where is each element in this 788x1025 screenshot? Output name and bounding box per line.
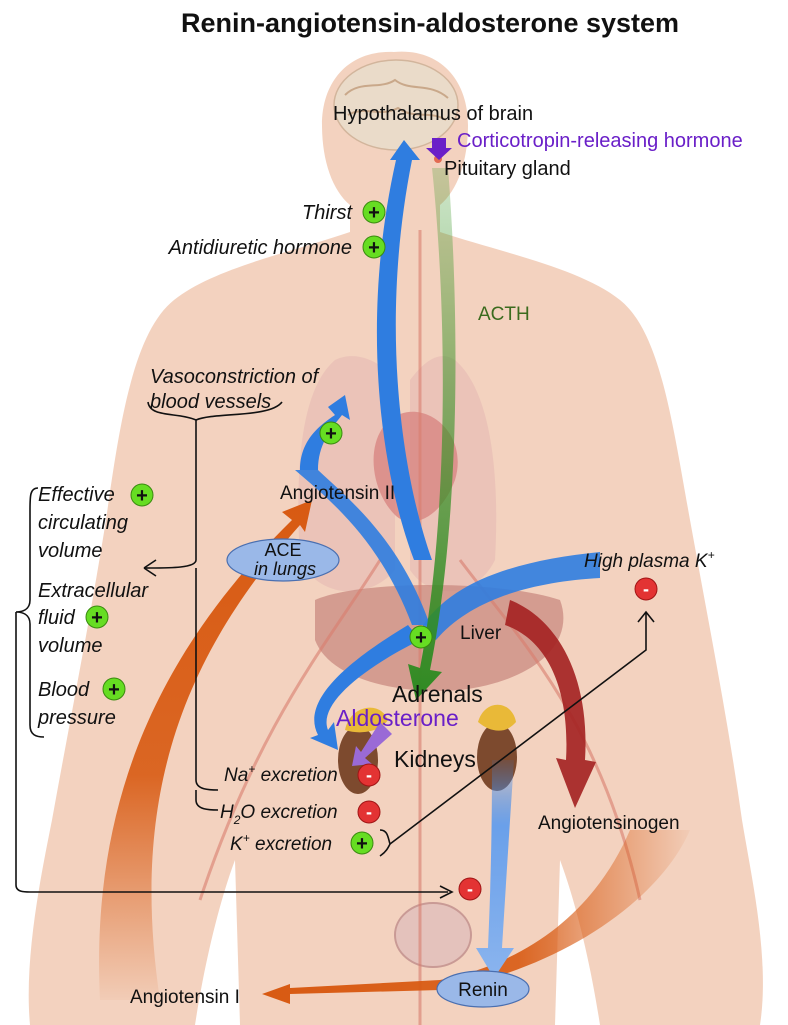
plus-badge-liver: + — [409, 625, 433, 649]
connector-lines — [15, 401, 655, 899]
label-effective-1: Effective — [38, 484, 115, 506]
plus-badge-thirst: + — [362, 200, 386, 224]
green-acth-arrow — [408, 168, 456, 700]
svg-text:+: + — [91, 607, 103, 629]
svg-text:-: - — [366, 802, 372, 822]
svg-text:+: + — [108, 679, 120, 701]
label-adrenals: Adrenals — [392, 681, 483, 707]
svg-text:+: + — [368, 202, 380, 224]
svg-text:-: - — [643, 579, 649, 599]
label-angiotensin-ii: Angiotensin II — [280, 483, 395, 504]
label-acth: ACTH — [478, 304, 530, 325]
svg-text:+: + — [368, 237, 380, 259]
renin-ellipse — [436, 970, 530, 1008]
plus-badge-k-excretion: + — [350, 831, 374, 855]
plus-badge-effective: + — [130, 483, 154, 507]
label-vasoconstriction-2: blood vessels — [150, 391, 271, 413]
minus-badge-high-k: - — [634, 577, 658, 601]
aldosterone-arrow — [352, 722, 392, 766]
label-ecf-2: fluid — [38, 607, 76, 629]
label-bp-1: Blood — [38, 679, 90, 701]
red-angiotensinogen-arrow — [505, 600, 596, 808]
label-angiotensinogen: Angiotensinogen — [538, 813, 680, 834]
blue-arrow-angiotensin-ii — [295, 470, 430, 625]
label-thirst: Thirst — [302, 202, 353, 224]
label-vasoconstriction-1: Vasoconstriction of — [150, 366, 321, 388]
label-kidneys: Kidneys — [394, 746, 476, 772]
orange-renin-to-angiotensin-i-arrow — [262, 830, 690, 1004]
ace-ellipse — [226, 538, 340, 582]
svg-text:+: + — [136, 485, 148, 507]
svg-text:+: + — [325, 423, 337, 445]
plus-badge-bp: + — [102, 677, 126, 701]
minus-badge-h2o: - — [357, 800, 381, 824]
svg-text:+: + — [356, 833, 368, 855]
label-pituitary: Pituitary gland — [444, 158, 571, 180]
label-ecf-3: volume — [38, 635, 102, 657]
label-h2o-excretion: H2O excretion — [220, 802, 338, 827]
label-effective-2: circulating — [38, 512, 128, 534]
label-effective-3: volume — [38, 540, 102, 562]
label-aldosterone: Aldosterone — [336, 705, 459, 731]
label-na-excretion: Na+ excretion — [224, 762, 338, 786]
orange-angiotensin-i-to-ii-arrow — [99, 500, 312, 1000]
label-high-k: High plasma K+ — [584, 548, 715, 572]
plus-badge-vasoconstriction: + — [319, 421, 343, 445]
blue-arrow-high-k — [420, 552, 600, 640]
label-crh: Corticotropin-releasing hormone — [457, 130, 743, 152]
minus-badge-na: - — [357, 763, 381, 787]
svg-text:+: + — [415, 627, 427, 649]
plus-badge-ecf: + — [85, 605, 109, 629]
blue-arrow-to-adrenals — [310, 625, 420, 750]
svg-text:-: - — [467, 879, 473, 899]
label-ace: ACE — [264, 540, 301, 560]
diagram-title: Renin-angiotensin-aldosterone system — [181, 8, 679, 38]
label-renin: Renin — [458, 980, 508, 1001]
label-hypothalamus: Hypothalamus of brain — [333, 103, 533, 125]
label-ace-lungs: in lungs — [254, 559, 316, 579]
label-angiotensin-i: Angiotensin I — [130, 987, 240, 1008]
blue-kidney-to-renin-arrow — [476, 760, 514, 978]
svg-text:-: - — [366, 765, 372, 785]
plus-badge-adh: + — [362, 235, 386, 259]
label-k-excretion: K+ excretion — [230, 831, 332, 855]
minus-badge-renin: - — [458, 877, 482, 901]
label-liver: Liver — [460, 623, 502, 644]
label-adh: Antidiuretic hormone — [168, 237, 352, 259]
label-bp-2: pressure — [37, 707, 116, 729]
blue-arrow-to-brain — [376, 140, 432, 560]
label-ecf-1: Extracellular — [38, 580, 149, 602]
purple-crh-arrow — [426, 138, 452, 160]
